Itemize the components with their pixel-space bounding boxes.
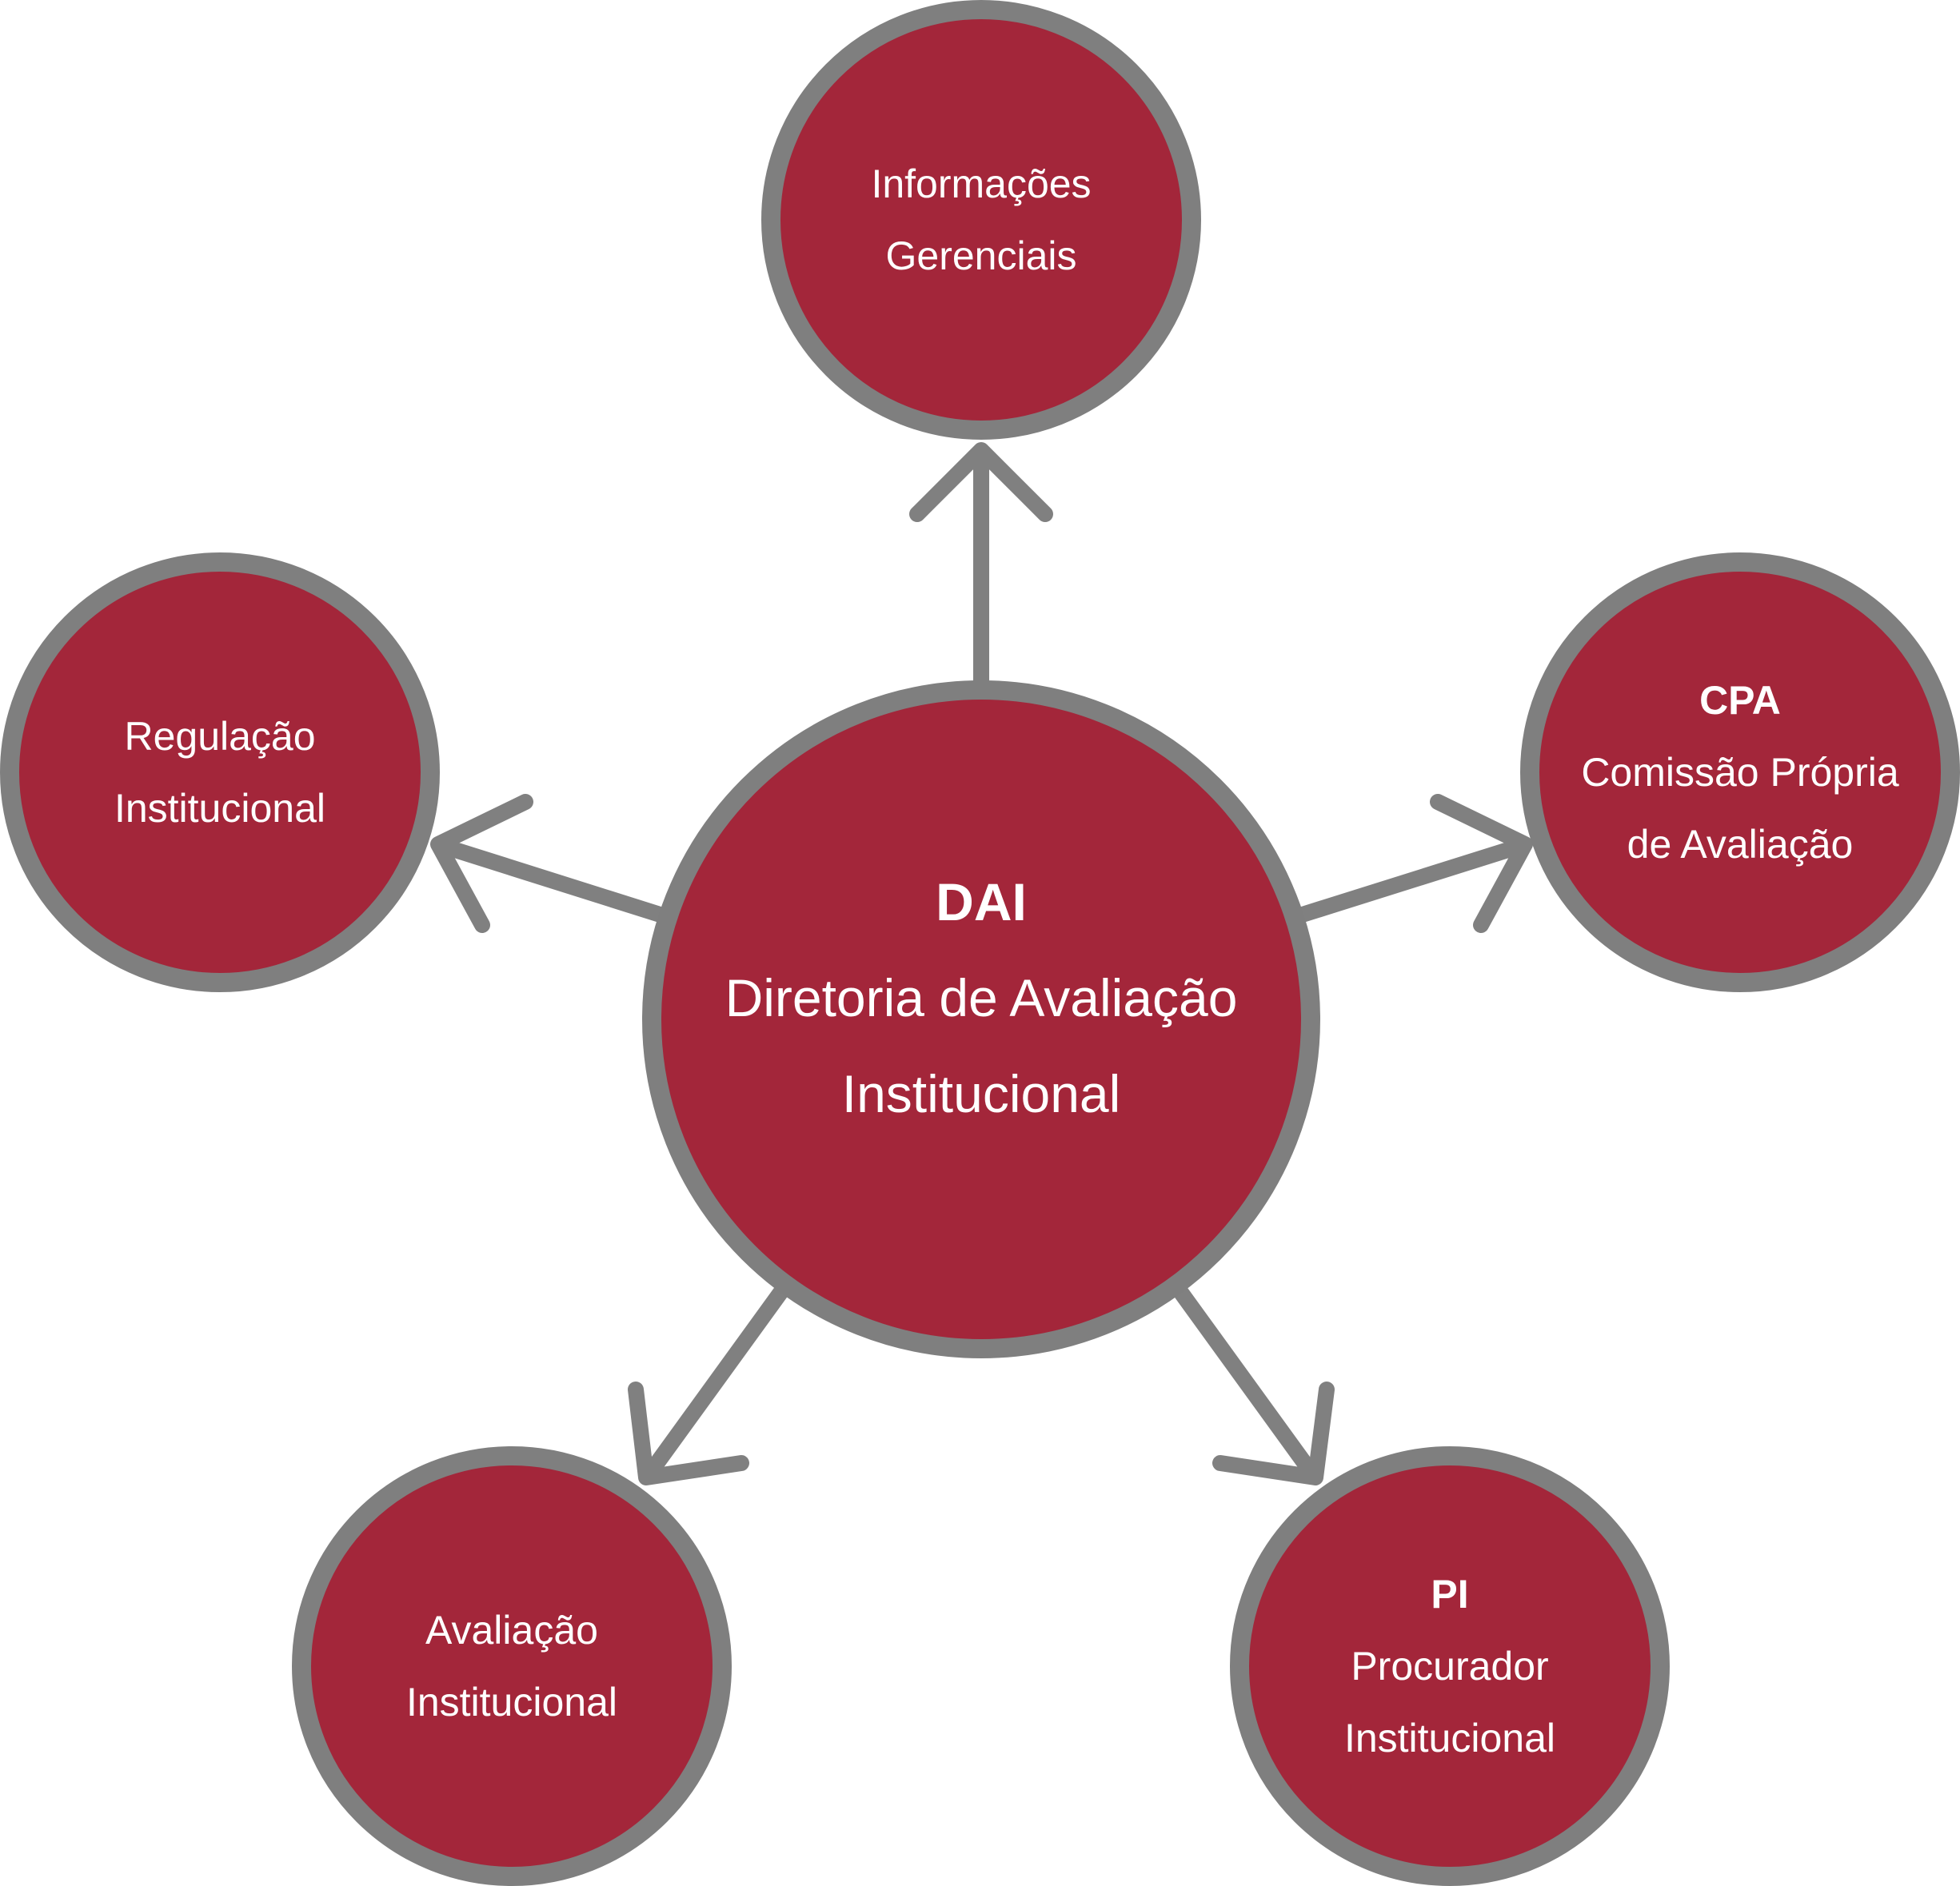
node-label-line2: Institucional bbox=[406, 1680, 617, 1725]
node-circle bbox=[761, 0, 1201, 440]
node-circle bbox=[1230, 1446, 1670, 1886]
node-abbr: PI bbox=[1431, 1572, 1468, 1617]
node-label-line2: de Avaliação bbox=[1627, 822, 1854, 867]
arrow-to-regulacao bbox=[432, 837, 678, 926]
center-label-line2: Institucional bbox=[842, 1064, 1121, 1123]
node-circle bbox=[0, 552, 440, 992]
arrow-to-avaliacao bbox=[640, 1274, 796, 1484]
arrow-to-cpa bbox=[1284, 837, 1531, 926]
arrowhead-informacoes bbox=[909, 442, 1053, 522]
node-label-line1: Avaliação bbox=[425, 1608, 598, 1653]
node-circle bbox=[292, 1446, 732, 1886]
node-abbr: CPA bbox=[1699, 678, 1781, 723]
center-label-line1: Diretoria de Avaliação bbox=[725, 968, 1238, 1027]
node-regulacao-institucional: Regulação Institucional bbox=[0, 552, 440, 992]
node-label-line1: Regulação bbox=[124, 714, 315, 759]
node-label-line2: Institucional bbox=[1344, 1716, 1555, 1760]
center-circle bbox=[642, 680, 1320, 1358]
node-informacoes-gerenciais: Informações Gerenciais bbox=[761, 0, 1201, 440]
node-pi: PI Procurador Institucional bbox=[1230, 1446, 1670, 1886]
arrowhead-avaliacao bbox=[628, 1382, 749, 1485]
node-dai-center: DAI Diretoria de Avaliação Institucional bbox=[642, 680, 1320, 1358]
arrowhead-pi bbox=[1212, 1382, 1335, 1485]
node-cpa: CPA Comissão Própria de Avaliação bbox=[1520, 552, 1960, 992]
arrows bbox=[430, 442, 1533, 1485]
node-circle bbox=[1520, 552, 1960, 992]
center-abbr: DAI bbox=[936, 872, 1027, 931]
arrow-to-pi bbox=[1165, 1274, 1322, 1484]
arrowhead-cpa bbox=[1430, 794, 1533, 933]
node-label-line1: Procurador bbox=[1351, 1644, 1548, 1689]
node-avaliacao-institucional: Avaliação Institucional bbox=[292, 1446, 732, 1886]
node-label-line2: Gerenciais bbox=[886, 233, 1077, 278]
node-label-line1: Comissão Própria bbox=[1581, 750, 1899, 795]
node-label-line1: Informações bbox=[871, 161, 1091, 206]
arrowhead-regulacao bbox=[430, 794, 533, 933]
node-label-line2: Institucional bbox=[114, 786, 325, 831]
